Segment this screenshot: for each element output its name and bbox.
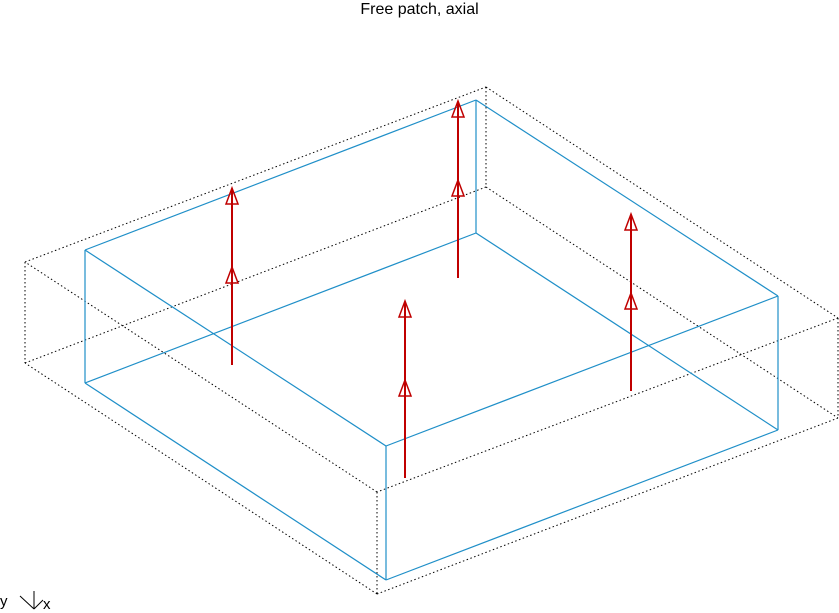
outer-edge	[24, 186, 487, 364]
patch-edge	[385, 295, 779, 447]
outer-edge	[485, 86, 839, 319]
patch-edge	[475, 99, 779, 297]
axial-arrow	[224, 185, 240, 365]
patch-edge	[84, 99, 477, 251]
outer-edge	[485, 186, 839, 419]
axial-arrow	[397, 298, 413, 478]
triad-y-label: y	[0, 593, 8, 610]
patch-edge	[84, 249, 387, 447]
outer-edge	[376, 417, 839, 595]
outer-edge	[24, 261, 378, 493]
outer-edge	[24, 362, 378, 595]
plot-title: Free patch, axial	[360, 1, 479, 18]
axial-arrow	[623, 211, 639, 391]
patch-edge	[84, 232, 477, 384]
triad-x-axis	[33, 599, 44, 610]
triad-y-axis	[19, 595, 35, 610]
patch-edge	[385, 429, 779, 581]
outer-edge	[376, 317, 839, 493]
patch-edge	[475, 232, 779, 431]
patch-box	[84, 99, 779, 581]
axial-arrow	[450, 98, 466, 278]
axis-triad	[19, 591, 44, 610]
outer-edge	[24, 86, 487, 263]
outer-domain-box	[24, 86, 839, 595]
axial-force-arrows	[224, 98, 639, 478]
patch-edge	[84, 382, 387, 581]
triad-x-label: x	[43, 596, 51, 613]
